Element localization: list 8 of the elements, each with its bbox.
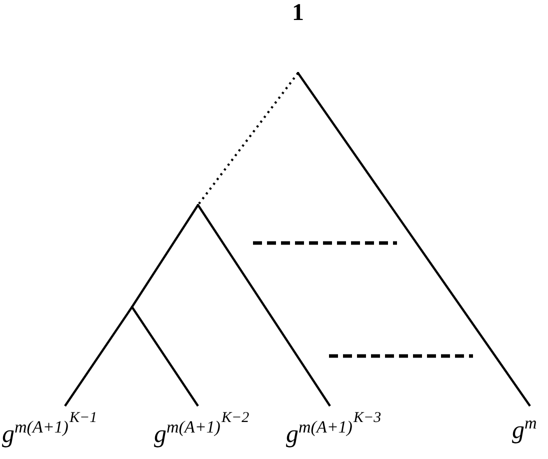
dotted-branch-line xyxy=(197,72,299,206)
branch-line xyxy=(131,204,199,308)
branch-line xyxy=(197,204,331,407)
branch-line xyxy=(64,306,133,407)
branch-line xyxy=(297,72,531,407)
branch-line xyxy=(131,306,199,407)
leaf-label: g$^{m}$ xyxy=(512,406,537,443)
root-label: 1 xyxy=(291,0,305,27)
